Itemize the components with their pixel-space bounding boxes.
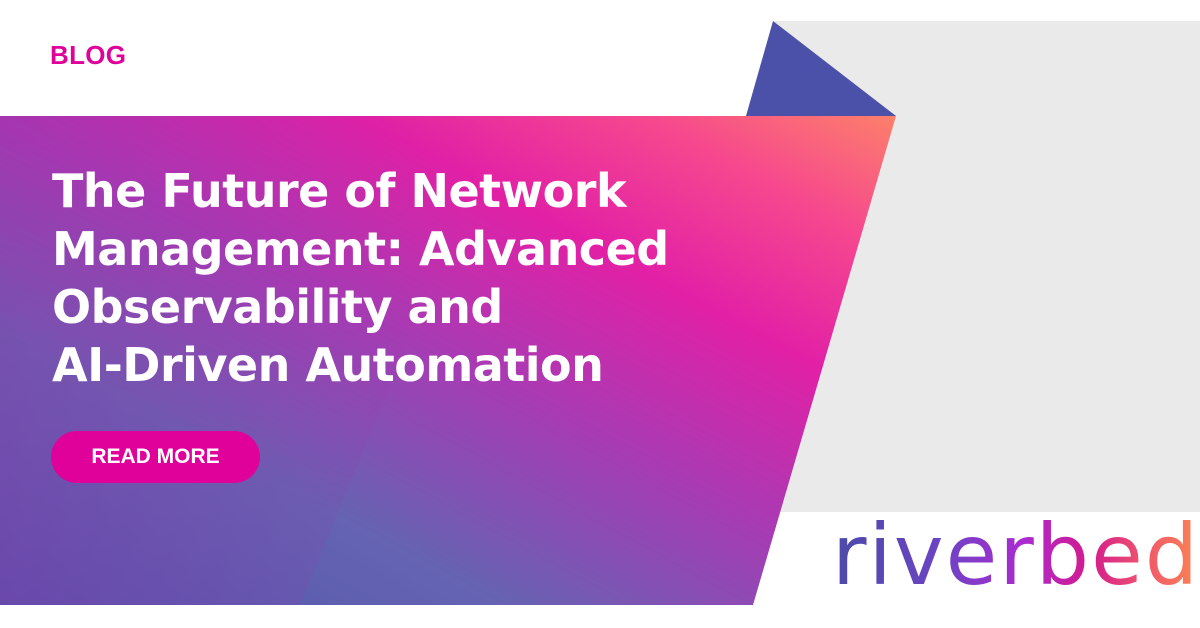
blue-triangle bbox=[746, 21, 896, 116]
riverbed-logo: riverbed bbox=[832, 506, 1200, 604]
article-title: The Future of Network Management: Advanc… bbox=[52, 162, 669, 394]
title-line-2: Management: Advanced bbox=[52, 222, 669, 276]
title-line-1: The Future of Network bbox=[52, 164, 627, 218]
title-line-3: Observability and bbox=[52, 280, 503, 334]
read-more-button[interactable]: READ MORE bbox=[51, 431, 260, 483]
title-line-4: AI-Driven Automation bbox=[52, 338, 604, 392]
category-label: BLOG bbox=[50, 40, 127, 70]
